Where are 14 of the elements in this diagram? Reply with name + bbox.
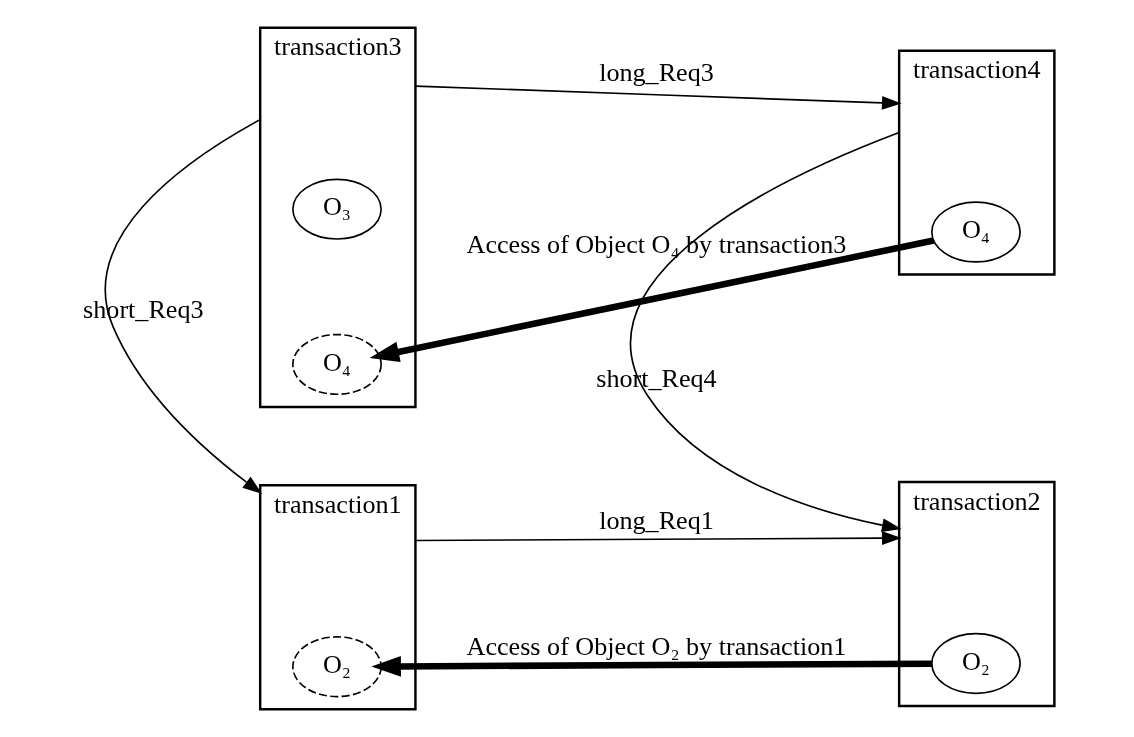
- node-ellipse: O₄: [292, 333, 382, 396]
- arrow: [414, 85, 902, 110]
- node-ellipse: O₂: [931, 632, 1021, 695]
- node-ellipse: O₃: [292, 178, 382, 240]
- node-ellipse: O₄: [931, 201, 1021, 263]
- edge-label: long_Req3: [599, 58, 714, 88]
- node-ellipse: O₂: [292, 636, 382, 698]
- arrow: [369, 237, 935, 363]
- edge-label: Access of Object O₂ by transaction1: [466, 631, 847, 661]
- arrow: [630, 131, 902, 532]
- arrow: [414, 531, 902, 545]
- edge-label: long_Req1: [599, 506, 714, 536]
- arrow: [104, 118, 263, 494]
- edge-label: Access of Object O₄ by transaction3: [466, 229, 847, 259]
